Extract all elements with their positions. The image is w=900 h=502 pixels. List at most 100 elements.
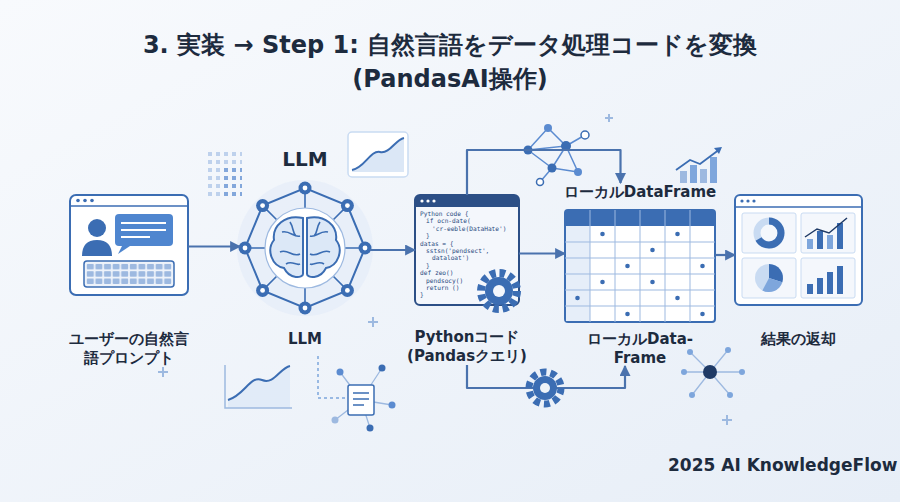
llm-brain-network — [299, 302, 312, 315]
network-top — [524, 146, 533, 155]
plus-marks — [158, 114, 732, 425]
llm-brain-network — [245, 188, 365, 308]
llm-brain-network — [303, 186, 308, 191]
dataframe-table — [650, 280, 655, 285]
llm-node: LLM LLM — [240, 150, 370, 360]
network-top — [524, 124, 590, 186]
flow-arrow — [715, 254, 735, 256]
code-line: def zeo() — [420, 269, 454, 276]
llm-brain-network — [345, 203, 350, 208]
code-line: } — [426, 262, 430, 269]
bar-chart-icon — [680, 171, 687, 183]
network-top — [528, 128, 585, 182]
dataframe-table — [675, 296, 680, 301]
line-chart-card — [348, 132, 408, 177]
dashboard-window — [742, 213, 796, 253]
code-line: 'cr-eeble(DataHate') — [432, 225, 507, 232]
dashboard-window — [746, 199, 749, 202]
line-chart-sketch — [228, 366, 290, 400]
dataframe-node: ローカルDataFrameローカルData- Frame — [565, 183, 715, 366]
code-line: Python code { — [420, 210, 468, 217]
dot-matrix — [206, 152, 242, 200]
document-network — [318, 356, 396, 432]
gear-icon — [481, 273, 517, 309]
line-chart-sketch — [225, 365, 292, 408]
node-caption: LLM — [288, 330, 322, 349]
gear-icon — [493, 285, 505, 297]
gear-icon — [529, 372, 561, 404]
document-network — [335, 368, 392, 428]
hub-network — [689, 392, 695, 398]
network-top — [561, 141, 571, 151]
user-window-icon — [76, 199, 80, 203]
code-line: dataloat') — [432, 254, 469, 261]
gear-icon — [540, 383, 550, 393]
dashboard-window — [740, 199, 743, 202]
flow-arrow — [188, 245, 240, 247]
dashboard-window — [762, 278, 782, 292]
llm-brain-network — [260, 288, 265, 293]
dataframe-table — [565, 210, 715, 322]
user-window-icon — [70, 205, 188, 207]
dashboard-window — [827, 235, 833, 249]
result-node: 結果の返却 — [735, 195, 862, 360]
node-caption: ユーザーの自然言語プロンプト — [67, 330, 192, 368]
llm-brain-network — [341, 199, 354, 212]
network-top — [548, 164, 557, 173]
llm-brain-network — [256, 284, 269, 297]
gear-icon — [481, 273, 517, 309]
dataframe-table — [600, 280, 605, 285]
code-window — [420, 199, 423, 202]
llm-brain-network — [260, 203, 265, 208]
code-line: sstsn('pendsect', — [426, 247, 489, 254]
bar-chart-icon — [676, 149, 720, 170]
hub-network — [681, 369, 687, 375]
code-line: pendsocy() — [426, 277, 463, 284]
code-line: } — [420, 291, 424, 298]
dataframe-table — [650, 248, 655, 253]
dataframe-table — [700, 312, 705, 317]
gear-icon — [529, 372, 561, 404]
llm-brain-network — [359, 242, 372, 255]
dashboard-window — [801, 258, 855, 298]
dashboard-window — [801, 213, 855, 253]
llm-brain-network — [280, 222, 330, 264]
node-caption: Pythonコード (Pandasクエリ) — [401, 328, 533, 366]
dot-matrix — [222, 168, 242, 200]
watermark: 2025 AI KnowledgeFlow — [668, 455, 897, 475]
user-window-icon — [88, 219, 106, 237]
node-heading: ローカルDataFrame — [564, 183, 716, 202]
network-top — [581, 131, 589, 139]
dataframe-table — [625, 264, 630, 269]
line-chart-sketch — [225, 365, 292, 408]
llm-brain-network — [237, 180, 373, 316]
user-window-icon — [86, 263, 172, 285]
dashboard-window — [755, 264, 783, 292]
dataframe-table — [575, 296, 580, 301]
code-window — [415, 195, 519, 305]
llm-brain-network — [237, 180, 373, 316]
user-window-icon — [118, 246, 130, 254]
hub-network — [684, 350, 742, 395]
bar-chart-icon — [700, 169, 707, 183]
llm-brain-network — [239, 242, 252, 255]
dashboard-window — [742, 258, 796, 298]
plus-marks — [605, 114, 613, 122]
llm-brain-network — [363, 246, 368, 251]
bar-chart-icon — [710, 157, 717, 183]
document-network — [353, 393, 369, 405]
dashboard-window — [817, 278, 823, 294]
user-window-icon — [70, 195, 188, 295]
network-top — [544, 124, 552, 132]
gear-icon — [533, 376, 557, 400]
hub-network — [739, 369, 745, 375]
dataframe-table — [565, 210, 715, 322]
user-prompt-node: ユーザーの自然言語プロンプト — [70, 195, 188, 360]
dashboard-window — [827, 272, 833, 294]
user-window-icon — [90, 199, 94, 203]
dataframe-table — [625, 312, 630, 317]
dashboard-window — [837, 223, 843, 249]
line-chart-sketch — [228, 366, 290, 408]
node-heading: LLM — [282, 150, 327, 169]
